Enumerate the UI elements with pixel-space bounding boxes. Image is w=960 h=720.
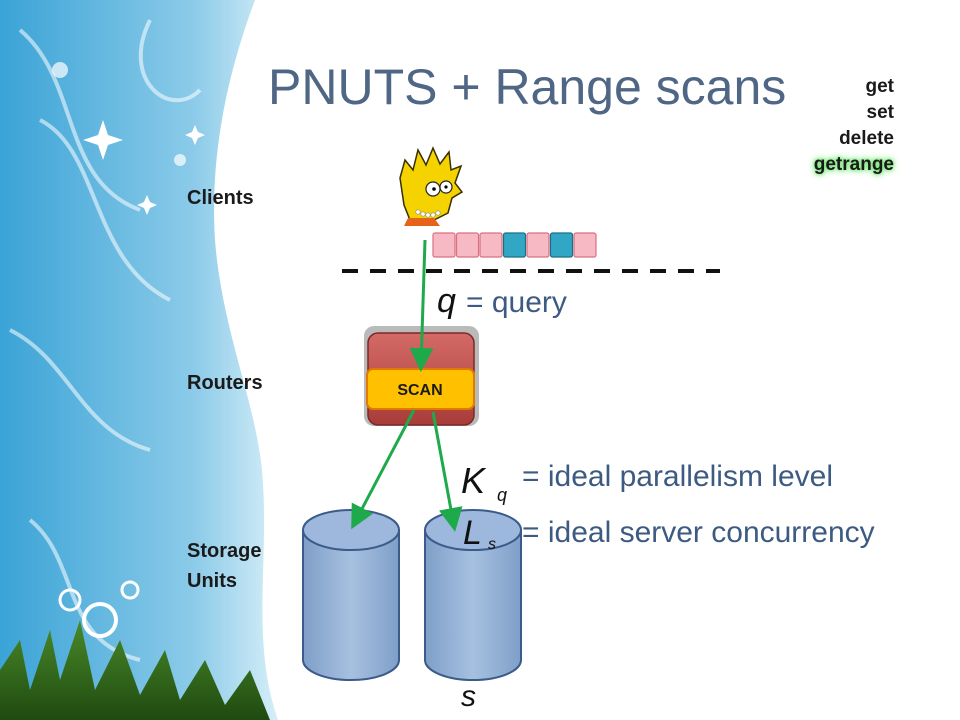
storage-label-line2: Units xyxy=(187,570,237,592)
scan-label: SCAN xyxy=(397,382,442,399)
client-avatar-icon xyxy=(399,146,464,226)
operations-list: get set delete getrange xyxy=(814,74,894,178)
query-definition: = query xyxy=(466,286,567,319)
query-arrow xyxy=(409,239,434,372)
query-cell-blue xyxy=(549,232,574,258)
parallelism-symbol: K xyxy=(461,460,487,501)
parallelism-subscript: q xyxy=(497,485,507,505)
server-symbol: s xyxy=(461,680,476,713)
query-cell-pink xyxy=(432,232,456,258)
operation-delete: delete xyxy=(839,128,894,149)
operation-set: set xyxy=(866,102,894,123)
parallelism-definition: = ideal parallelism level xyxy=(522,460,833,493)
query-cell-pink xyxy=(526,232,550,258)
storage-units-label: Storage Units xyxy=(187,536,261,596)
query-range-cells xyxy=(432,232,597,258)
query-cell-pink xyxy=(479,232,503,258)
query-cell-pink xyxy=(573,232,597,258)
concurrency-definition: = ideal server concurrency xyxy=(522,516,875,549)
query-cell-blue xyxy=(502,232,527,258)
scan-arrow-2 xyxy=(431,411,463,532)
operation-get: get xyxy=(865,76,895,97)
operation-getrange: getrange xyxy=(813,154,894,175)
slide-title: PNUTS + Range scans xyxy=(268,59,787,115)
concurrency-symbol: L xyxy=(463,514,482,552)
routers-label: Routers xyxy=(187,372,263,394)
storage-unit-cylinder-1 xyxy=(302,509,400,681)
scan-arrow-1 xyxy=(351,409,416,530)
scan-box: SCAN xyxy=(366,368,475,410)
storage-label-line1: Storage xyxy=(187,540,262,562)
clients-label: Clients xyxy=(187,187,254,209)
query-symbol: q xyxy=(437,282,456,320)
query-cell-pink xyxy=(455,232,480,258)
concurrency-subscript: s xyxy=(488,536,496,553)
